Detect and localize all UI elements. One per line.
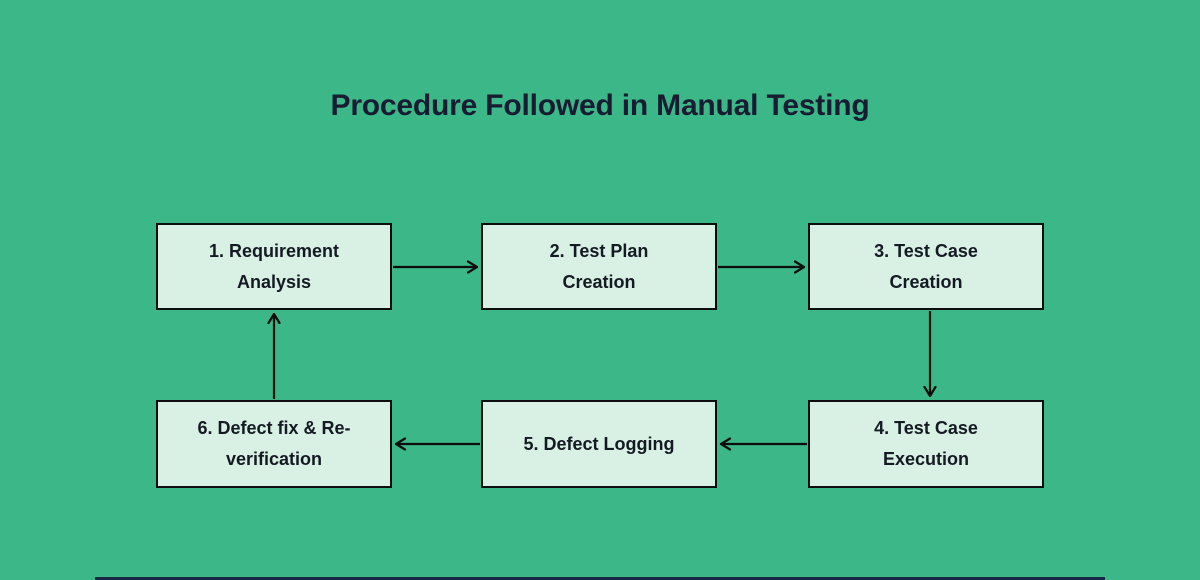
box-label-line: 1. Requirement <box>208 240 340 261</box>
flow-box-test-plan-creation: 2. Test Plan Creation <box>481 223 717 310</box>
flow-box-requirement-analysis: 1. Requirement Analysis <box>156 223 392 310</box>
box-label-line: 6. Defect fix & Re- <box>197 418 351 438</box>
flow-box-test-case-execution: 4. Test Case Execution <box>808 400 1044 488</box>
box-label-line: Creation <box>562 271 636 292</box>
box-label-line: 4. Test Case <box>874 418 978 438</box>
box-label-line: 3. Test Case <box>874 240 978 261</box>
flow-box-defect-fix-reverification: 6. Defect fix & Re- verification <box>156 400 392 488</box>
box-label-line: 5. Defect Logging <box>523 433 675 454</box>
box-label-line: verification <box>225 449 323 469</box>
bottom-edge-strip <box>95 577 1105 580</box>
box-label-line: Execution <box>882 449 970 469</box>
box-label-line: Creation <box>889 271 963 292</box>
box-label-line: 2. Test Plan <box>549 240 649 261</box>
box-label-line: Analysis <box>236 271 312 292</box>
page-title: Procedure Followed in Manual Testing <box>330 89 870 122</box>
flow-box-test-case-creation: 3. Test Case Creation <box>808 223 1044 310</box>
flow-box-defect-logging: 5. Defect Logging <box>481 400 717 488</box>
